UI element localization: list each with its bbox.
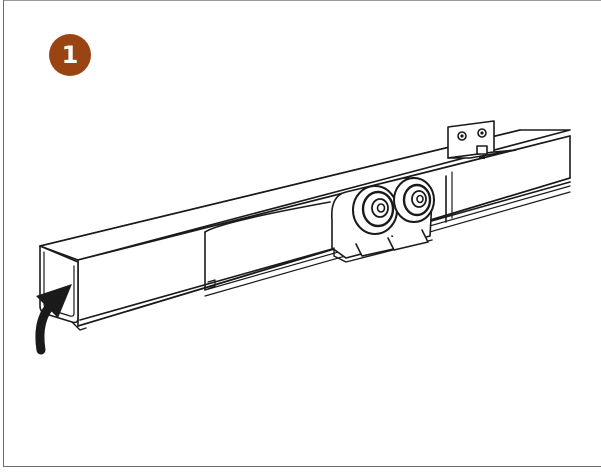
panel-border-top — [3, 0, 601, 1]
step-number-badge: 1 — [49, 34, 91, 76]
panel-border-bottom — [3, 466, 601, 467]
rail-cut-edge — [204, 201, 331, 291]
step-number: 1 — [61, 41, 79, 69]
rail-front-face — [77, 135, 571, 327]
wheel-rear — [393, 177, 435, 223]
curved-up-arrow-icon — [35, 284, 72, 355]
wheel-front — [352, 185, 398, 235]
rail-right-end — [445, 171, 453, 223]
panel-border-left — [3, 0, 4, 467]
mounting-bracket — [447, 120, 517, 159]
